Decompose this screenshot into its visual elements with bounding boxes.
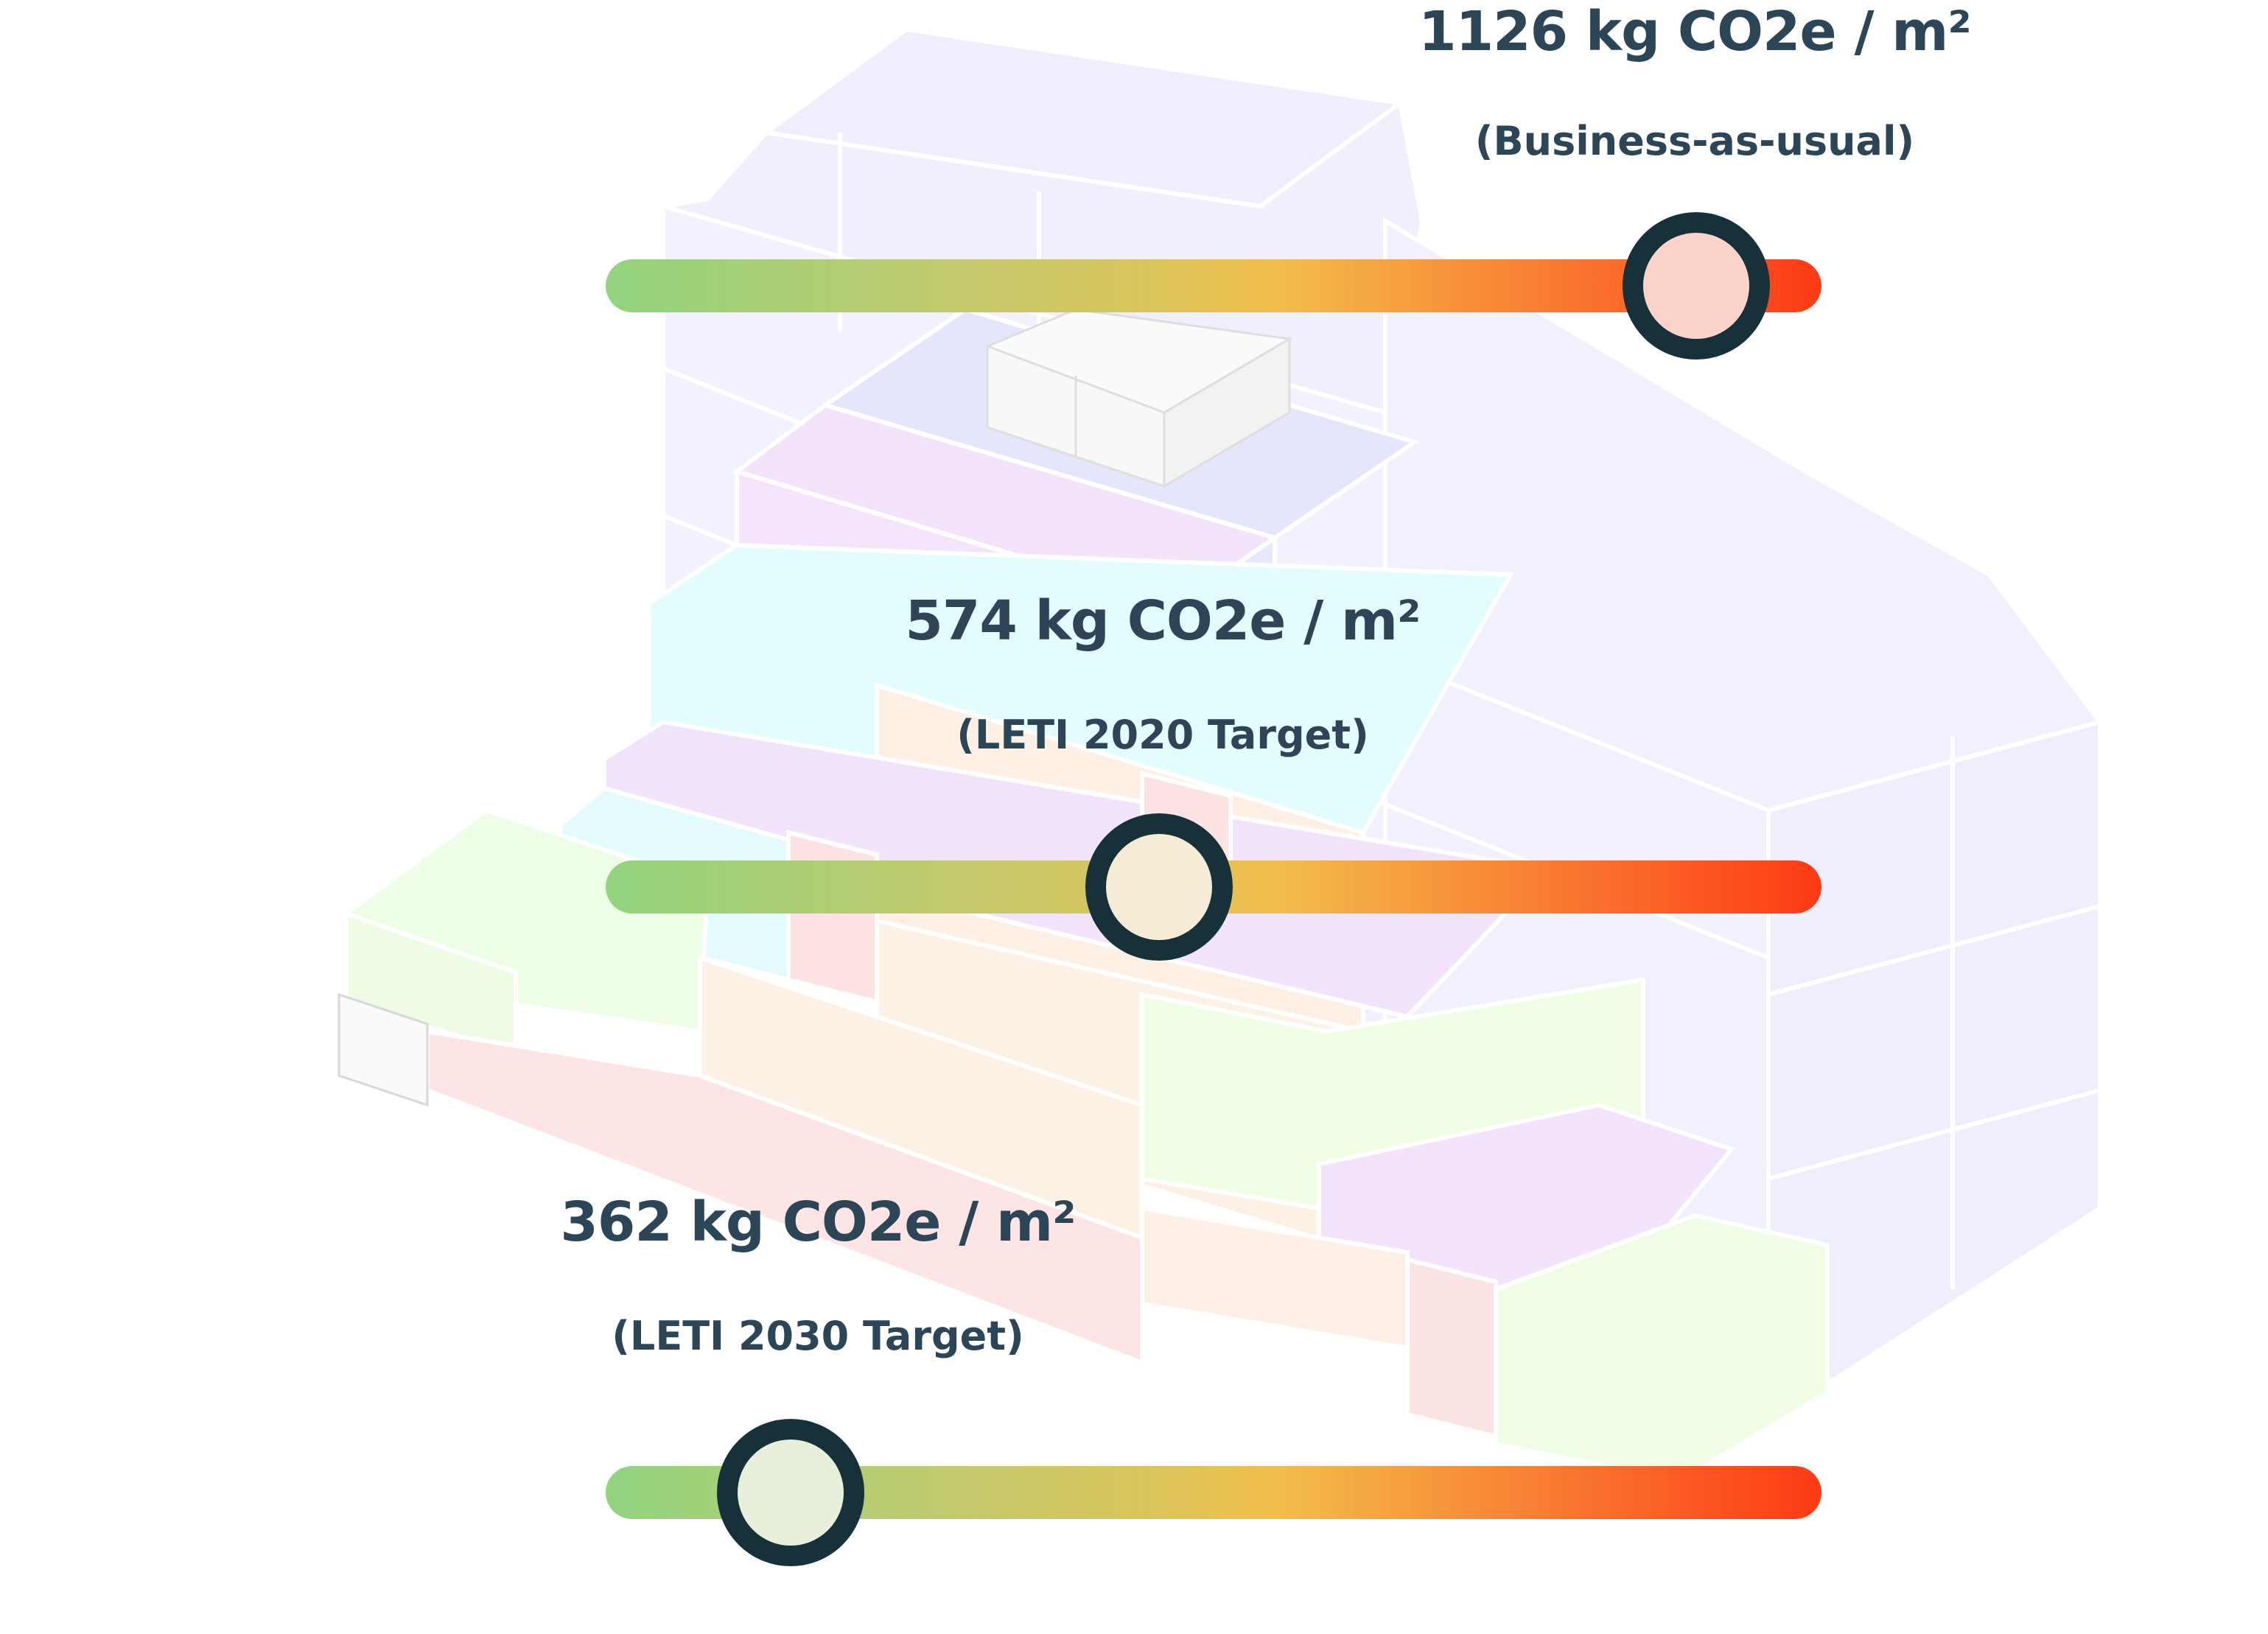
slider-3-caption: (LETI 2030 Target) (612, 1313, 1024, 1359)
slider-3-track[interactable] (606, 1419, 1821, 1566)
slider-3-value-label: 362 kg CO2e / m² (560, 1191, 1076, 1254)
slider-2-track[interactable] (606, 813, 1821, 961)
slider-2-knob[interactable] (1085, 813, 1233, 961)
slider-2-value-label: 574 kg CO2e / m² (905, 589, 1421, 653)
slider-1-caption: (Business-as-usual) (1474, 118, 1915, 164)
slider-1-value-label: 1126 kg CO2e / m² (1418, 0, 1972, 63)
slider-1-track[interactable] (606, 212, 1821, 360)
slider-1-knob[interactable] (1623, 212, 1771, 360)
slider-2-caption: (LETI 2020 Target) (956, 712, 1369, 758)
slider-3-knob[interactable] (716, 1419, 864, 1566)
